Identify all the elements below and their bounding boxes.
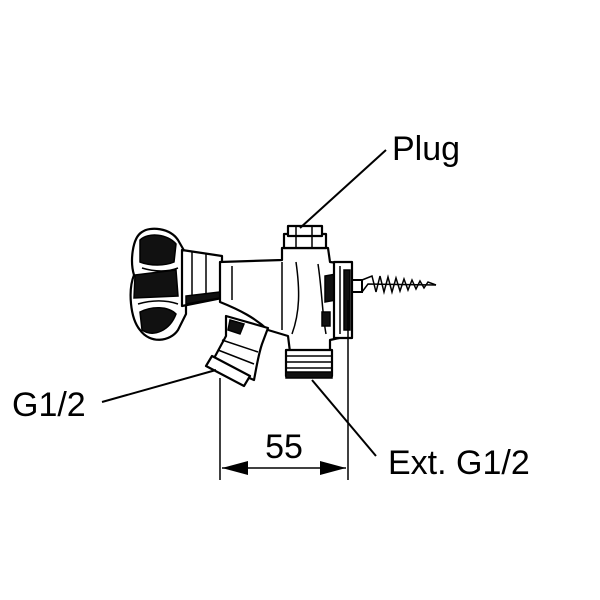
wall-bracket [332,260,354,340]
leader-lines [101,149,387,457]
plug-label: Plug [392,130,460,168]
outlet-fitting [284,348,334,379]
inlet-leader [101,369,217,403]
wood-screw [352,274,437,295]
valve-illustration [129,224,437,388]
dimension-arrow-left [222,461,248,475]
plug-leader [299,149,387,229]
plug-cap [282,224,328,250]
inlet-nozzle [204,314,270,388]
dimension-arrow-right [320,461,346,475]
dimension-value: 55 [265,428,303,466]
inlet-label: G1/2 [12,386,86,424]
handle-knob [129,227,224,341]
outlet-label: Ext. G1/2 [388,444,530,482]
dimension-55 [219,300,349,480]
valve-body [218,246,350,354]
outlet-leader [311,379,377,457]
